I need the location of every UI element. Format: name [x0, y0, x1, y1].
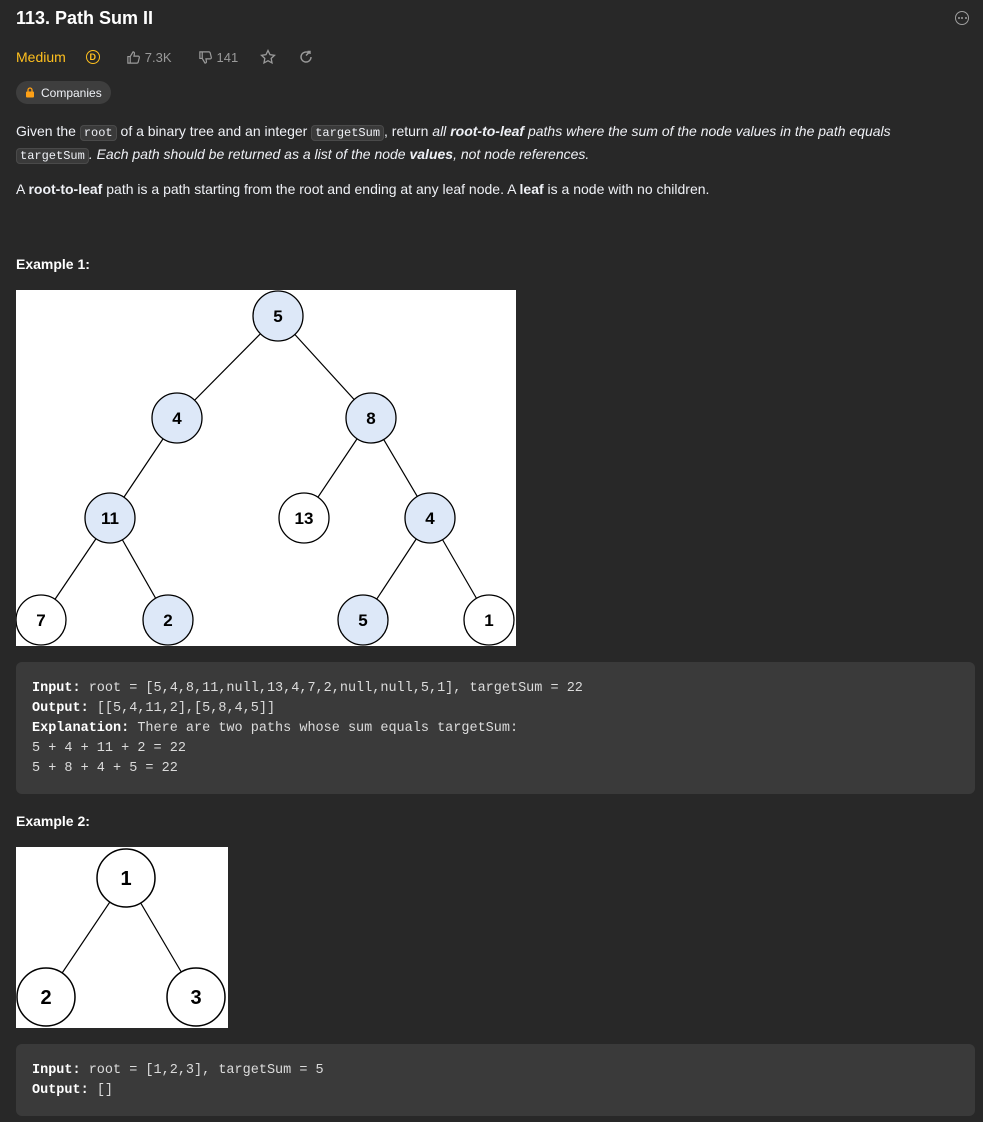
- node-label: 4: [425, 509, 435, 528]
- output-value: [[5,4,11,2],[5,8,4,5]]: [88, 701, 276, 716]
- tree-node: [337, 594, 389, 646]
- tree-node: [96, 848, 156, 908]
- explanation-line: 5 + 4 + 11 + 2 = 22: [32, 741, 186, 756]
- text: of a binary tree and an integer: [116, 123, 312, 139]
- text: values: [409, 146, 454, 162]
- thumbs-up-icon: [127, 50, 140, 64]
- thumbs-down-icon: [198, 50, 212, 64]
- tree-node: [16, 967, 76, 1027]
- text: path is a path starting from the root an…: [102, 181, 520, 197]
- node-label: 7: [36, 611, 45, 630]
- text: leaf: [519, 181, 544, 197]
- input-value: root = [1,2,3], targetSum = 5: [80, 1063, 324, 1078]
- companies-label: Companies: [41, 85, 102, 100]
- node-label: 1: [484, 611, 493, 630]
- node-label: 2: [163, 611, 172, 630]
- more-options-icon[interactable]: [955, 11, 969, 25]
- tree-node: [252, 290, 304, 342]
- example-2-heading: Example 2:: [16, 813, 90, 829]
- like-button[interactable]: 7.3K: [126, 50, 172, 65]
- leaf-definition: A root-to-leaf path is a path starting f…: [16, 179, 956, 200]
- input-label: Input:: [32, 1063, 81, 1078]
- share-icon: [300, 50, 312, 63]
- tree-node: [166, 967, 226, 1027]
- problem-meta-bar: Medium D 7.3K 141: [16, 46, 314, 68]
- text: all: [432, 123, 451, 139]
- coin-icon[interactable]: D: [85, 50, 100, 64]
- like-count: 7.3K: [144, 49, 172, 65]
- tree-node: [84, 492, 136, 544]
- problem-title: 113. Path Sum II: [16, 8, 154, 28]
- dislike-button[interactable]: 141: [198, 49, 239, 65]
- text: , not node references.: [453, 146, 590, 162]
- node-label: 11: [101, 509, 119, 528]
- explanation-line: 5 + 8 + 4 + 5 = 22: [32, 761, 178, 776]
- text: A: [16, 181, 29, 197]
- text: paths where the sum of the node values i…: [524, 123, 891, 139]
- text: Given the: [16, 123, 80, 139]
- output-label: Output:: [32, 701, 89, 716]
- node-label: 2: [40, 987, 51, 1009]
- favorite-button[interactable]: [260, 49, 277, 65]
- tree-node: [345, 392, 397, 444]
- tree-node: [151, 392, 203, 444]
- output-value: []: [88, 1083, 114, 1098]
- node-label: 8: [366, 409, 375, 428]
- companies-tag[interactable]: Companies: [16, 81, 111, 104]
- tree-node: [16, 594, 67, 646]
- code-targetsum: targetSum: [311, 125, 385, 141]
- input-label: Input:: [32, 681, 81, 696]
- difficulty-badge: Medium: [16, 49, 66, 65]
- text: , return: [384, 123, 433, 139]
- code-targetsum: targetSum: [16, 148, 89, 164]
- text: is a node with no children.: [543, 181, 710, 197]
- node-label: 4: [172, 409, 182, 428]
- tree-node: [278, 492, 330, 544]
- node-label: 3: [190, 987, 201, 1009]
- node-label: 1: [120, 868, 131, 890]
- explanation-value: There are two paths whose sum equals tar…: [129, 721, 519, 736]
- problem-description: Given the root of a binary tree and an i…: [16, 121, 956, 167]
- text: root-to-leaf: [450, 123, 525, 139]
- text: . Each path should be returned as a list…: [88, 146, 410, 162]
- node-label: 5: [273, 307, 282, 326]
- node-label: 13: [295, 509, 314, 528]
- code-root: root: [79, 125, 117, 141]
- tree-node: [463, 594, 515, 646]
- example-2-io-block: Input: root = [1,2,3], targetSum = 5 Out…: [16, 1044, 975, 1116]
- tree-node: [142, 594, 194, 646]
- input-value: root = [5,4,8,11,null,13,4,7,2,null,null…: [80, 681, 583, 696]
- star-icon: [260, 49, 277, 65]
- example-1-heading: Example 1:: [16, 256, 90, 272]
- share-button[interactable]: [298, 49, 314, 65]
- lock-icon: [25, 87, 35, 98]
- tree-node: [404, 492, 456, 544]
- example-1-tree-image: 5 4 8 11 13 4 7 2 5 1: [16, 290, 516, 646]
- example-2-tree-image: 1 2 3: [16, 847, 228, 1028]
- output-label: Output:: [32, 1083, 89, 1098]
- text: root-to-leaf: [28, 181, 103, 197]
- explanation-label: Explanation:: [32, 721, 130, 736]
- example-1-io-block: Input: root = [5,4,8,11,null,13,4,7,2,nu…: [16, 662, 975, 794]
- node-label: 5: [358, 611, 367, 630]
- dislike-count: 141: [216, 49, 239, 65]
